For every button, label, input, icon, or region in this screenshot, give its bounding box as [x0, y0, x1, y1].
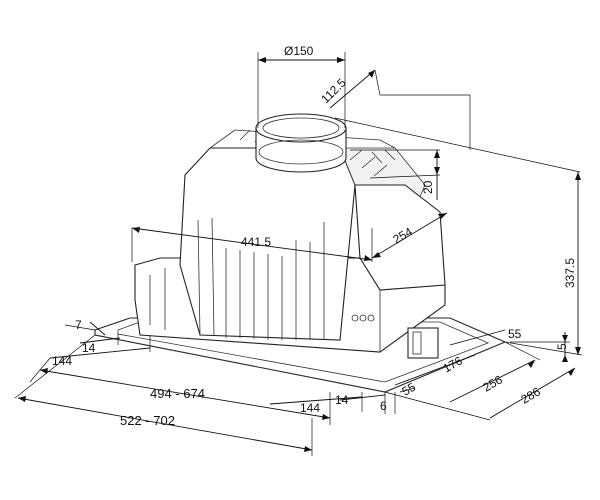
label-bottom-6: 6 [380, 399, 387, 413]
label-outer-range: 522 - 702 [120, 413, 175, 428]
hood-body [94, 113, 507, 393]
label-diameter: Ø150 [284, 44, 314, 58]
label-inner-width: 441.5 [241, 235, 271, 249]
label-bottom-144: 144 [300, 401, 320, 415]
label-left-small: 7 [75, 318, 82, 332]
label-offset-top: 112.5 [318, 75, 349, 106]
duct-collar [255, 113, 347, 173]
label-neck-height: 20 [421, 180, 435, 194]
label-left-144: 144 [52, 354, 72, 368]
label-left-mid: 14 [82, 341, 96, 355]
label-right-286: 286 [519, 384, 544, 406]
label-bottom-14: 14 [335, 393, 349, 407]
label-flange: 5 [555, 343, 569, 350]
dimension-lines [14, 52, 583, 456]
control-unit [351, 314, 439, 359]
label-right-55-top: 55 [508, 327, 522, 341]
label-width-range: 494 - 674 [150, 386, 205, 401]
label-total-height: 337.5 [563, 258, 577, 288]
filter-ribs [149, 217, 325, 340]
label-right-256: 256 [481, 372, 506, 394]
label-right-55-bottom: 55 [400, 380, 419, 399]
